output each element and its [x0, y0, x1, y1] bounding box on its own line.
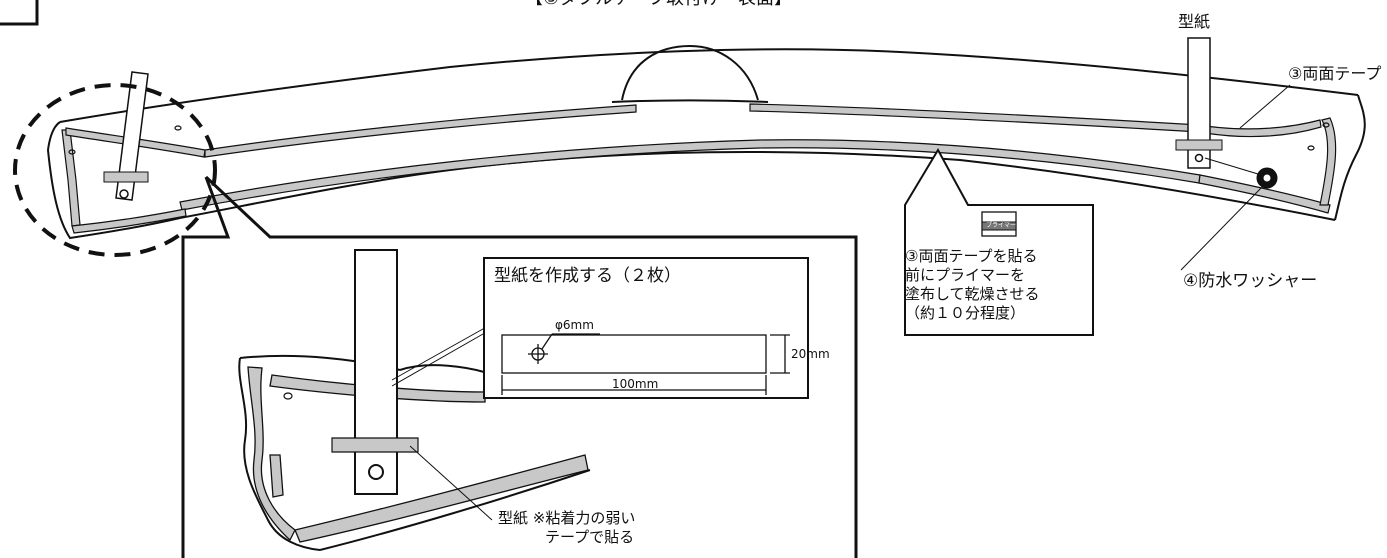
- primer-note: ③両面テープを貼る 前にプライマーを 塗布して乾燥させる （約１０分程度）: [905, 247, 1040, 323]
- tape-note-line: 型紙 ※粘着力の弱い: [498, 509, 636, 527]
- detail-hole: [283, 392, 293, 400]
- tape-note-leader: [409, 445, 493, 521]
- detail-template-leader: [391, 329, 491, 387]
- detail-frame: [181, 175, 858, 558]
- primer-can-label: プライマー: [986, 222, 1017, 229]
- mount-holes: [68, 122, 1330, 155]
- detail-template: [331, 249, 419, 495]
- hole-dimension: φ6mm: [555, 318, 594, 332]
- tape-note: 型紙 ※粘着力の弱い テープで貼る: [498, 509, 635, 547]
- double-tape-label: ③両面テープ: [1288, 64, 1382, 83]
- double-tape-strips: [61, 103, 1337, 234]
- waterproof-washer: [1204, 157, 1278, 189]
- template-spec-box: [483, 257, 809, 399]
- primer-note-line: ③両面テープを貼る: [905, 247, 1038, 265]
- washer-leader: [1180, 185, 1264, 271]
- template-left: [103, 71, 149, 201]
- page-title: 【③ダブルテープ取付け・表面】: [525, 0, 792, 8]
- detail-highlight-circle: [13, 83, 217, 257]
- double-tape-leader: [1239, 84, 1291, 129]
- primer-can-icon: [981, 211, 1017, 237]
- height-dimension: 20mm: [791, 347, 830, 361]
- primer-note-line: （約１０分程度）: [905, 304, 1026, 322]
- primer-callout-frame: [904, 147, 1094, 336]
- spoiler-outline: [46, 44, 1366, 240]
- width-dimension: 100mm: [612, 377, 659, 391]
- template-spec-drawing: [501, 333, 790, 395]
- template-right: [1175, 37, 1223, 169]
- primer-note-line: 塗布して乾燥させる: [905, 285, 1040, 303]
- detail-template-leader: [391, 324, 491, 381]
- tape-note-line: テープで貼る: [545, 528, 635, 546]
- primer-note-line: 前にプライマーを: [905, 266, 1026, 284]
- make-template-title: 型紙を作成する（２枚）: [494, 266, 681, 286]
- corner-bracket: [0, 0, 39, 26]
- waterproof-washer-label: ④防水ワッシャー: [1183, 271, 1318, 291]
- template-label: 型紙: [1178, 12, 1211, 31]
